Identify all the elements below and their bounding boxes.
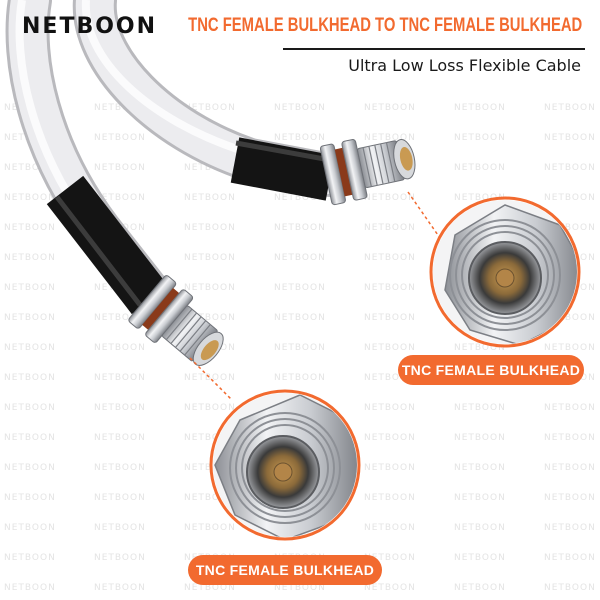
cable-left bbox=[5, 0, 177, 322]
page-title: TNC FEMALE BULKHEAD TO TNC FEMALE BULKHE… bbox=[187, 15, 582, 36]
zoom-circle-lower bbox=[209, 389, 361, 541]
cable-right bbox=[72, 0, 352, 201]
brand-logo: NETBOON bbox=[22, 14, 158, 39]
page-subtitle: Ultra Low Loss Flexible Cable bbox=[348, 56, 581, 75]
connector-upper bbox=[319, 139, 416, 206]
title-divider bbox=[283, 48, 585, 50]
leader-line-lower bbox=[189, 357, 233, 401]
connector-lower bbox=[128, 275, 224, 366]
callout-label-upper: TNC FEMALE BULKHEAD bbox=[398, 355, 584, 385]
zoom-circle-upper bbox=[429, 196, 581, 348]
callout-label-lower: TNC FEMALE BULKHEAD bbox=[188, 555, 382, 585]
